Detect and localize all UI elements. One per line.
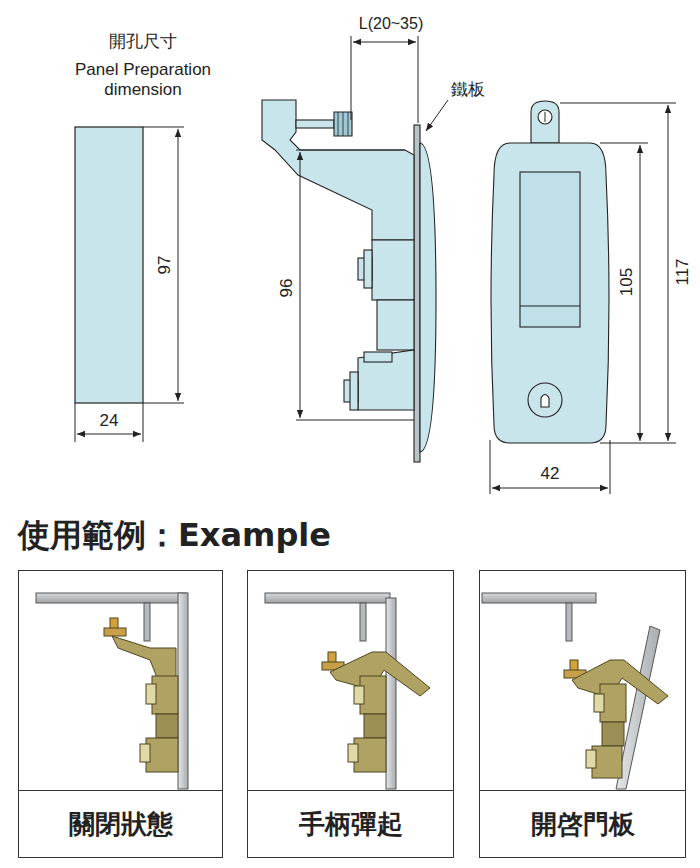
caption-box: 關閉狀態 bbox=[19, 790, 222, 857]
example-frame: 手柄彈起 bbox=[247, 570, 454, 858]
dimension-label: 96 bbox=[277, 279, 297, 298]
caption-box: 開啓門板 bbox=[480, 790, 685, 857]
dimension-label: 42 bbox=[541, 464, 560, 484]
dimension-label: 97 bbox=[155, 256, 175, 275]
section-heading: 使用範例：Example bbox=[18, 514, 331, 558]
heading-label: 開孔尺寸 bbox=[109, 32, 177, 52]
caption-box: 手柄彈起 bbox=[248, 790, 453, 857]
caption-text: 開啓門板 bbox=[531, 807, 635, 842]
dimension-label: 117 bbox=[673, 258, 693, 285]
dimension-label: 24 bbox=[100, 411, 119, 431]
example-frame: 關閉狀態 bbox=[18, 570, 223, 858]
dimension-label: 105 bbox=[617, 268, 637, 296]
caption-text: 手柄彈起 bbox=[299, 807, 403, 842]
example-frame: 開啓門板 bbox=[479, 570, 686, 858]
dimension-label: L(20~35) bbox=[359, 15, 424, 33]
caption-text: 關閉狀態 bbox=[69, 807, 173, 842]
heading-label: Panel Preparation dimension bbox=[56, 60, 231, 99]
part-label: 鐵板 bbox=[451, 80, 485, 100]
